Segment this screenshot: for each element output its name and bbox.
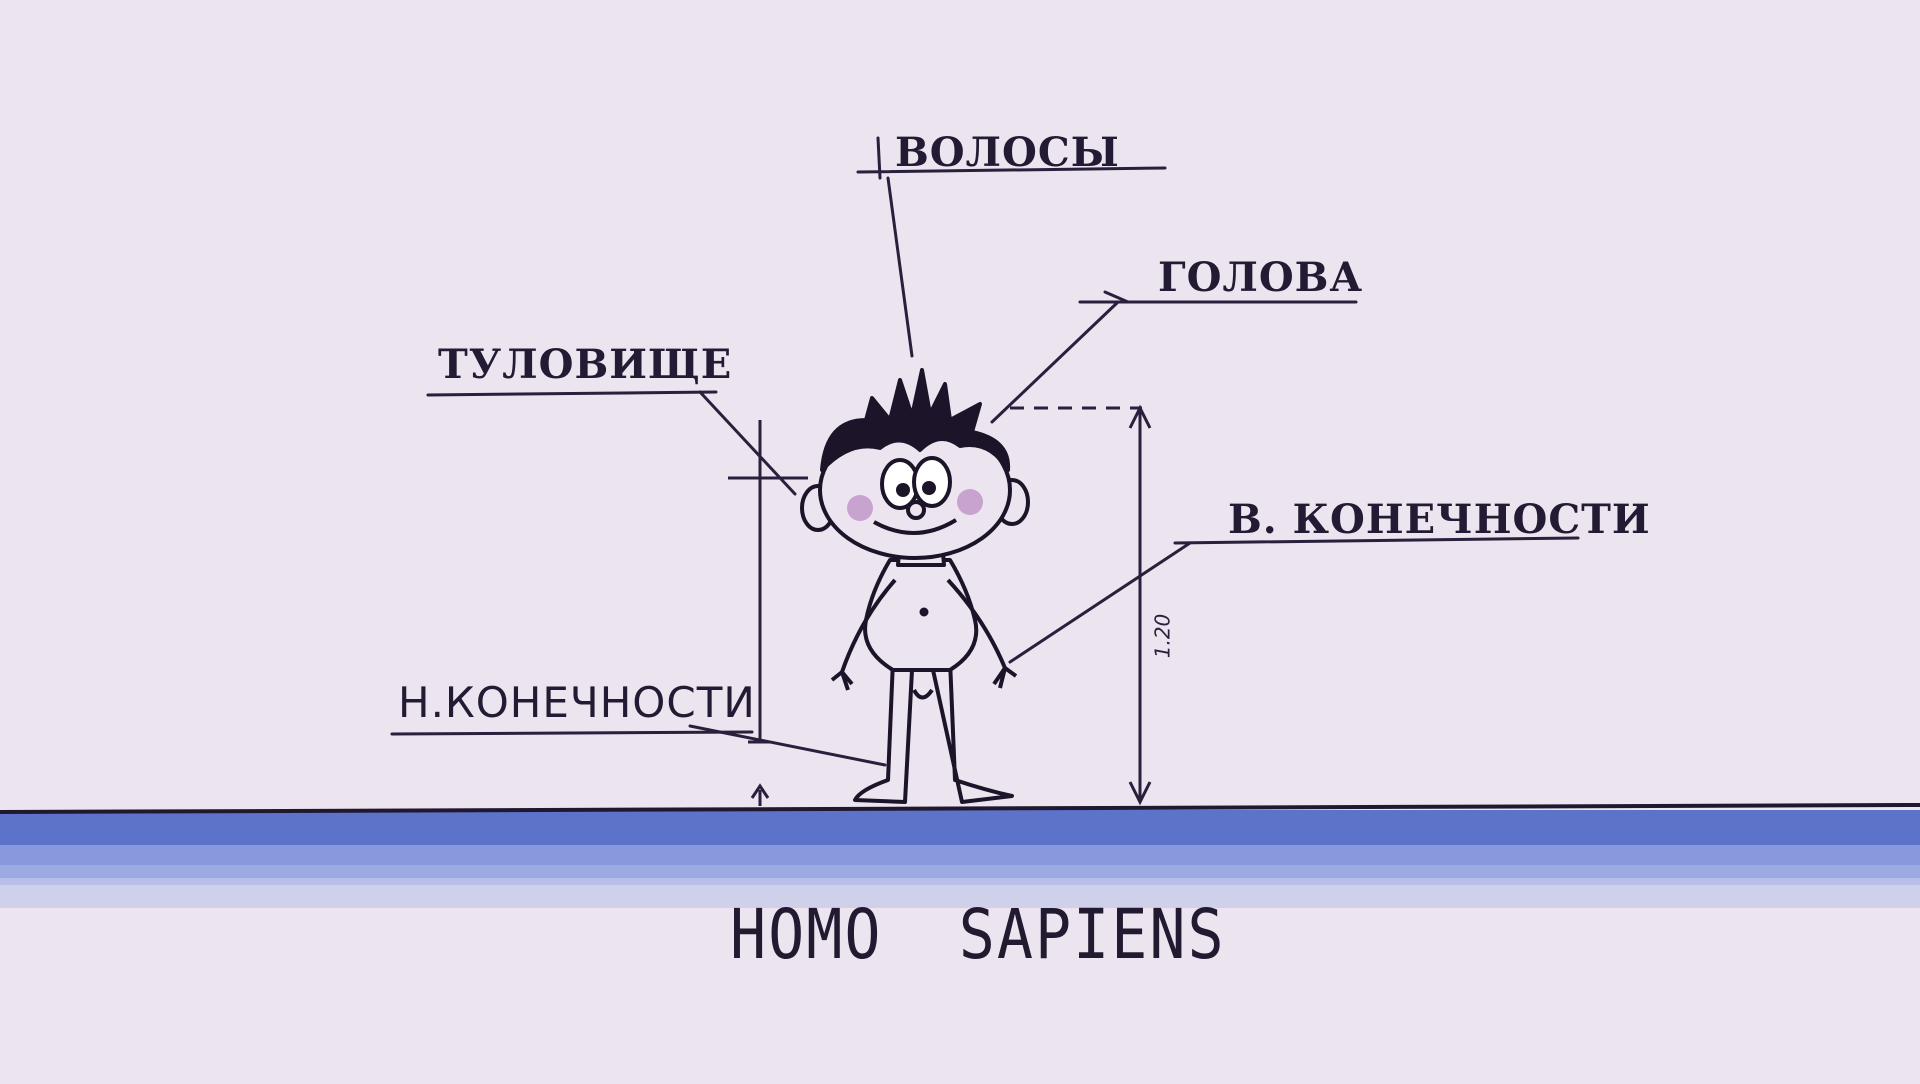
upper-limbs-underline [1173,536,1580,545]
hair-underline [856,166,1167,174]
lower-limbs-underline [390,730,754,736]
lower-limbs-leader [688,724,887,767]
caption: HOMO SAPIENS [730,894,1226,976]
label-hair: ВОЛОСЫ [895,129,1120,176]
figure [800,368,1030,804]
ground [0,803,1920,908]
torso-underline [426,390,718,397]
label-upper-limbs: В. КОНЕЧНОСТИ [1228,496,1651,543]
upper-limbs-leader [1008,541,1192,664]
head-leader [990,300,1120,424]
height-dimension [1010,404,1152,806]
label-lower-limbs: Н.КОНЕЧНОСТИ [398,678,756,727]
hair-leader [886,176,914,358]
leader-lines [390,136,1580,767]
height-dimension-label: 1.20 [1150,613,1175,659]
label-torso: ТУЛОВИЩЕ [438,341,733,388]
label-head: ГОЛОВА [1158,254,1364,301]
torso-dimension [728,420,808,806]
